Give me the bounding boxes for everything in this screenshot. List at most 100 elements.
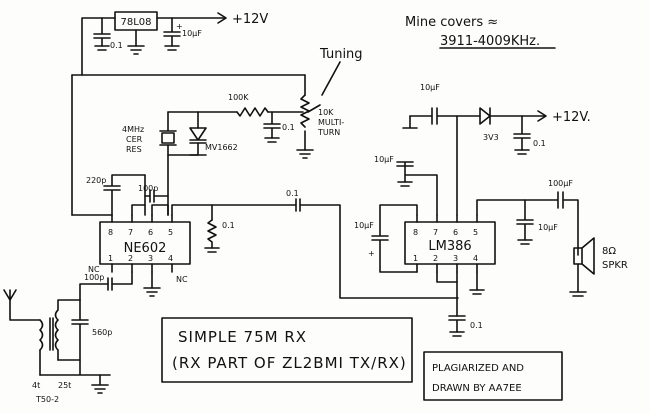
- ic-lm386: [404, 221, 496, 265]
- cap-reg-in: [93, 17, 111, 47]
- ground-symbol-supply: [402, 115, 418, 129]
- ic-ne602-label: NE602: [124, 241, 167, 256]
- ic2-pin-1: 1: [413, 254, 418, 263]
- ground-symbol-zener: [514, 149, 530, 155]
- toroid-label-1: 4t: [32, 381, 40, 390]
- ground-symbol-ic1: [143, 287, 161, 297]
- crystal-label-3: RES: [126, 145, 142, 154]
- cap-speaker-label: 100µF: [548, 179, 573, 188]
- ground-symbol-zobel: [517, 239, 533, 245]
- cap-zener: [513, 115, 531, 151]
- ground-symbol-tank: [91, 374, 109, 394]
- antenna-symbol: [3, 289, 17, 301]
- credit-line-2: DRAWN BY AA7EE: [432, 383, 522, 394]
- title-line-1: SIMPLE 75M RX: [178, 328, 307, 346]
- pot-resistor: [300, 94, 310, 128]
- zener-3v3: [479, 107, 491, 125]
- wire-coupling: [211, 198, 459, 299]
- wire-reg-input: [81, 17, 116, 76]
- cap-reg-in-label: 0.1: [110, 41, 123, 50]
- toroid-primary: [39, 319, 44, 351]
- pot-label-2: MULTI-: [318, 118, 344, 127]
- ic1-pin-3: 3: [148, 254, 153, 263]
- cap-220p: [103, 174, 146, 216]
- wire-ic2-pin2: [436, 271, 458, 283]
- wire-pin5: [171, 204, 213, 221]
- wire-resonator-bottom: [167, 144, 199, 156]
- ic-ne602: [99, 221, 191, 265]
- ic2-pin-8: 8: [413, 228, 418, 237]
- wire-pin7b: [131, 204, 146, 216]
- cap-out1-label: 0.1: [222, 221, 235, 230]
- cap-lm-supply-label: 10µF: [420, 83, 440, 92]
- credit-line-1: PLAGIARIZED AND: [432, 363, 524, 374]
- toroid-core: [49, 317, 54, 351]
- coverage-note-1: Mine covers ≈: [405, 15, 498, 30]
- title-line-2: (RX PART OF ZL2BMI TX/RX): [172, 354, 407, 372]
- cap-220p-label: 220p: [86, 176, 106, 185]
- ground-symbol-bypass: [397, 181, 413, 187]
- cap-tune-bypass: [263, 111, 281, 139]
- ic2-pin-6: 6: [453, 228, 458, 237]
- ic1-nc-left: NC: [88, 265, 100, 274]
- crystal-label-2: CER: [126, 135, 143, 144]
- ic1-pin-4: 4: [168, 254, 173, 263]
- wire-to-tank: [79, 283, 109, 301]
- ground-symbol-cpin7: [449, 331, 465, 337]
- cap-100p-in-label: 100p: [84, 273, 104, 282]
- ground-symbol-pot: [296, 149, 314, 159]
- ic2-pin-2: 2: [433, 254, 438, 263]
- wire-ic1-pin2: [111, 271, 133, 285]
- ic2-pin-4: 4: [473, 254, 478, 263]
- ic-lm386-label: LM386: [428, 239, 471, 254]
- cap-tune-label: 0.1: [282, 123, 295, 132]
- ground-symbol-c2: [164, 45, 180, 51]
- varicap-mv1662: [189, 127, 207, 144]
- pot-label-3: TURN: [317, 128, 340, 137]
- ic1-pin-1: 1: [108, 254, 113, 263]
- ic2-pin-5: 5: [473, 228, 478, 237]
- coverage-note-2: 3911-4009KHz.: [440, 34, 540, 49]
- varicap-label: MV1662: [205, 143, 238, 152]
- wire-antenna: [9, 299, 41, 321]
- cap-reg-out-label: 10µF: [182, 29, 202, 38]
- cap-pin7-label: 0.1: [470, 321, 483, 330]
- credit-box: [423, 351, 563, 401]
- wire-pin6: [151, 204, 169, 216]
- cap-zener-label: 0.1: [533, 139, 546, 148]
- ground-symbol-r5: [204, 247, 220, 253]
- cap-reg-out: [163, 17, 181, 47]
- cap-lm-bypass: [396, 161, 438, 216]
- toroid-label-2: 25t: [58, 381, 71, 390]
- ground-symbol-ic2: [469, 289, 485, 295]
- tuning-pointer: [321, 61, 341, 96]
- crystal-label-1: 4MHz: [122, 125, 144, 134]
- speaker-label-1: 8Ω: [602, 246, 616, 257]
- cap-560p: [71, 299, 89, 361]
- cap-lm-gain: [371, 204, 418, 273]
- plus-marker-gain: +: [368, 249, 375, 258]
- regulator-label: 78L08: [120, 17, 151, 28]
- cap-pin7: [448, 315, 466, 333]
- ic1-pin-7: 7: [128, 228, 133, 237]
- ground-symbol-ctune: [264, 137, 280, 143]
- cap-coupling-label: 0.1: [286, 189, 299, 198]
- cap-560p-label: 560p: [92, 328, 112, 337]
- arrow-supply-top: [217, 12, 227, 24]
- resistor-100k-label: 100K: [228, 93, 249, 102]
- ic2-pin-7: 7: [433, 228, 438, 237]
- cap-zobel: [516, 199, 534, 241]
- cap-lm-supply: [409, 107, 481, 125]
- resistor-100k: [236, 107, 269, 117]
- wire-tank-gnd: [39, 359, 111, 376]
- pot-label-1: 10K: [318, 108, 334, 117]
- ground-symbol-speaker: [569, 263, 587, 297]
- cap-100p-top-label: 100p: [138, 184, 158, 193]
- ic1-pin-2: 2: [128, 254, 133, 263]
- plus-marker: +: [176, 22, 183, 31]
- ic2-top-pins: [416, 214, 478, 223]
- ground-symbol-reg: [127, 45, 145, 55]
- ic2-bottom-pins: [416, 263, 478, 273]
- speaker-cone: [581, 237, 595, 275]
- cap-100p-top: [144, 189, 169, 203]
